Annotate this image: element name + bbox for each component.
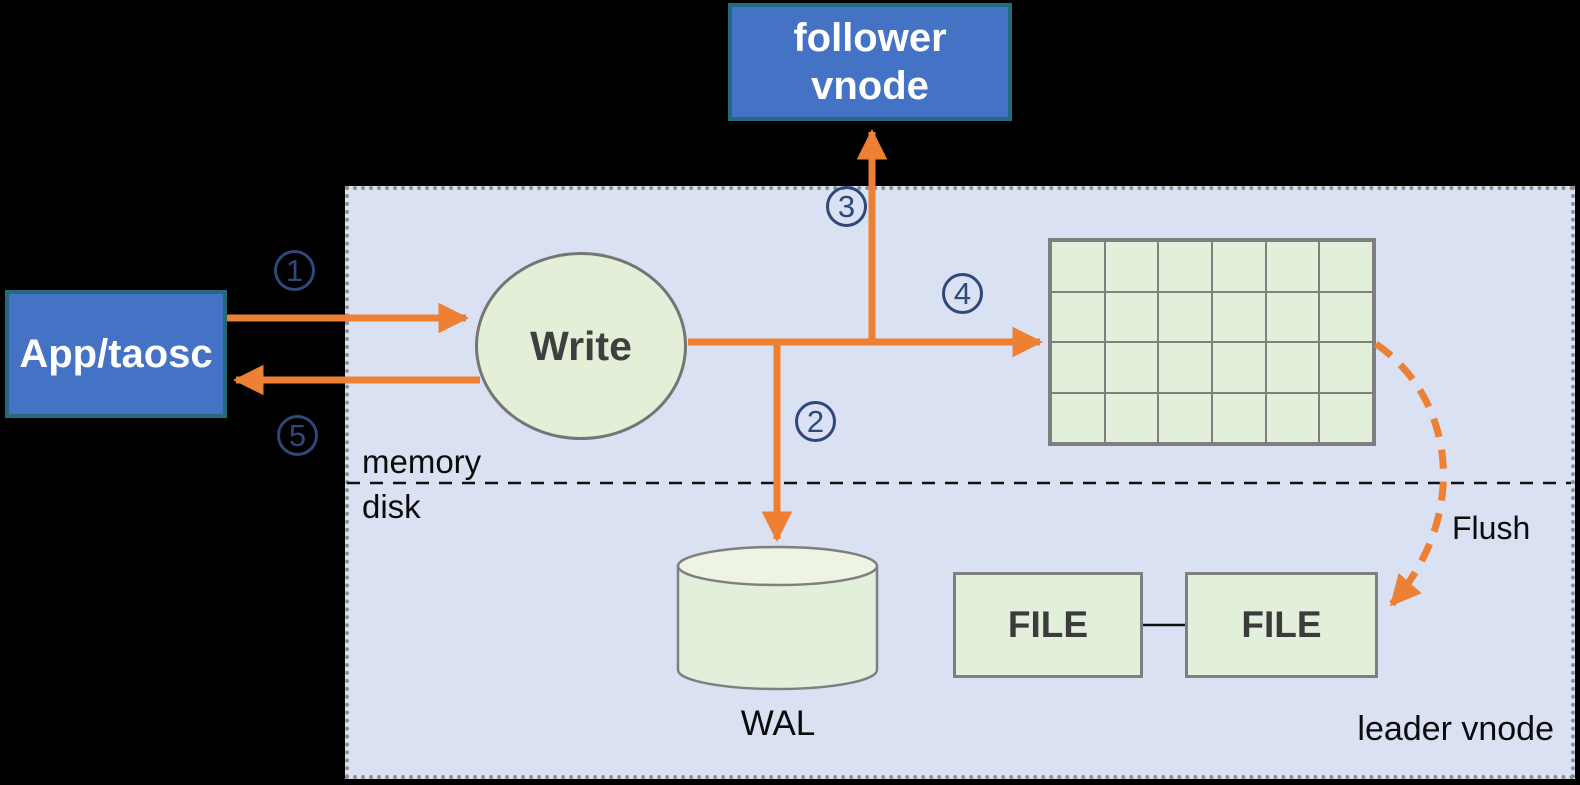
grid-cell [1104,392,1159,443]
grid-cell [1265,241,1320,292]
node-app-taosc: App/taosc [5,290,227,418]
grid-cell [1319,342,1373,393]
grid-cell [1265,291,1320,342]
grid-cell [1051,342,1105,393]
leader-vnode-label: leader vnode [1357,710,1554,748]
grid-cell [1265,392,1320,443]
grid-cell [1212,241,1266,292]
step-4-badge: 4 [942,273,983,314]
flush-label: Flush [1452,510,1531,546]
grid-cell [1319,392,1373,443]
follower-vnode-label: follower vnode [793,16,947,108]
step-3-badge: 3 [826,186,867,227]
step-1-badge: 1 [274,250,315,291]
node-file-left: FILE [953,572,1143,678]
step-5-badge: 5 [277,415,318,456]
step-2-badge: 2 [795,401,836,442]
grid-cell [1212,342,1266,393]
node-file-right: FILE [1185,572,1378,678]
memtable-grid [1048,238,1376,446]
grid-cell [1265,342,1320,393]
grid-cell [1104,241,1159,292]
grid-cell [1212,392,1266,443]
disk-label: disk [362,488,421,525]
write-label: Write [530,322,632,369]
grid-cell [1158,291,1212,342]
grid-cell [1104,342,1159,393]
grid-cell [1104,291,1159,342]
grid-cell [1051,291,1105,342]
node-write: Write [475,252,687,440]
wal-label: WAL [740,704,816,743]
memory-label: memory [362,443,482,480]
file-right-label: FILE [1241,604,1322,645]
file-left-label: FILE [1007,604,1089,645]
grid-cell [1158,342,1212,393]
grid-cell [1319,241,1373,292]
grid-cell [1158,392,1212,443]
grid-cell [1051,392,1105,443]
grid-cell [1212,291,1266,342]
app-taosc-label: App/taosc [19,331,213,376]
node-follower-vnode: follower vnode [728,3,1012,121]
grid-cell [1158,241,1212,292]
grid-cell [1051,241,1105,292]
grid-cell [1319,291,1373,342]
